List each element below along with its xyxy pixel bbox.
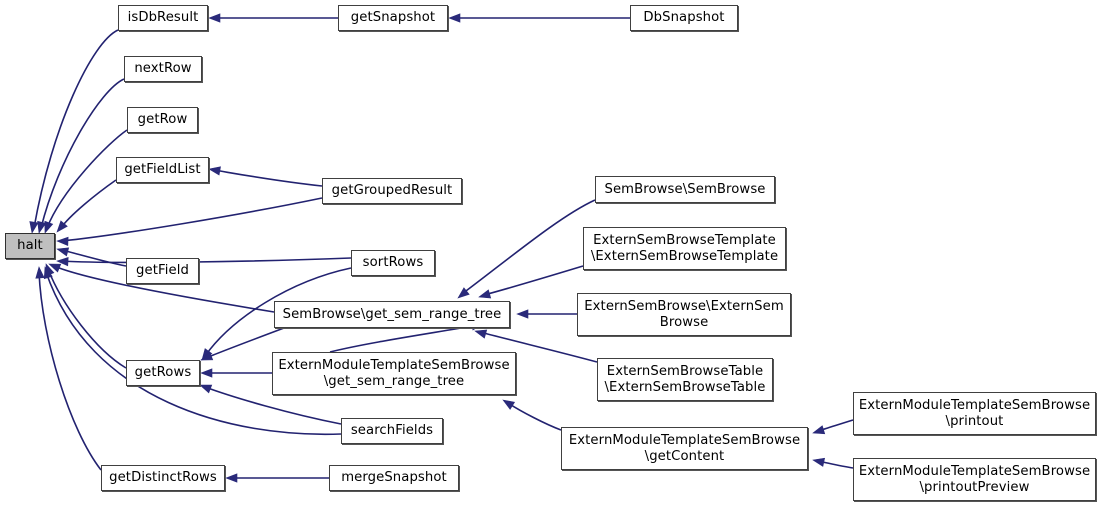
graph-node-isDbResult[interactable]: isDbResult [118,5,208,31]
arrow-head [45,263,55,277]
arrow-head [225,473,238,483]
edge-DbSnapshot-to-getSnapshot [448,13,630,23]
arrow-head [199,384,213,394]
graph-node-sortRows[interactable]: sortRows [351,250,435,276]
edge-getGroupedResult-to-halt [56,197,323,247]
edge-getGroupedResult-to-getFieldList [208,166,323,187]
arrow-head [200,368,213,378]
graph-node-getDistinctRows[interactable]: getDistinctRows [101,465,225,491]
graph-node-extModRange[interactable]: ExternModuleTemplateSemBrowse \get_sem_r… [272,352,516,395]
graph-node-semBrowse[interactable]: SemBrowse\SemBrowse [595,176,775,203]
edge-extSemTemplate-to-semRange [478,265,584,299]
graph-node-halt[interactable]: halt [5,233,55,259]
edge-getContent-to-extModRange [502,399,562,431]
graph-node-getContent[interactable]: ExternModuleTemplateSemBrowse \getConten… [561,427,808,470]
edge-isDbResult-to-halt [29,29,119,234]
graph-node-getRows[interactable]: getRows [126,360,200,386]
edge-nextRow-to-halt [37,78,125,234]
edge-getFieldList-to-halt [56,179,117,233]
graph-node-mergeSnapshot[interactable]: mergeSnapshot [329,465,459,491]
graph-node-DbSnapshot[interactable]: DbSnapshot [630,5,738,31]
arrow-head [201,348,213,361]
edge-getSnapshot-to-isDbResult [208,13,338,23]
arrow-head [208,166,221,176]
arrow-head [48,263,62,273]
graph-node-printoutPreview[interactable]: ExternModuleTemplateSemBrowse \printoutP… [853,458,1096,501]
arrow-head [208,13,221,23]
arrow-head [812,425,826,435]
arrow-head [457,287,470,299]
graph-node-extSemBrowse[interactable]: ExternSemBrowse\ExternSem Browse [577,293,791,336]
graph-node-getField[interactable]: getField [126,258,199,284]
edge-mergeSnapshot-to-getDistinctRows [225,473,329,483]
arrow-head [516,309,529,319]
arrow-head [474,329,488,339]
edge-semBrowse-to-semRange [457,199,596,299]
graph-node-extSemTable[interactable]: ExternSemBrowseTable \ExternSemBrowseTab… [597,358,773,401]
edge-getField-to-halt [56,247,127,267]
arrow-head [448,13,461,23]
graph-node-getFieldList[interactable]: getFieldList [116,157,209,183]
arrow-head [35,266,45,279]
graph-node-getGroupedResult[interactable]: getGroupedResult [322,178,462,204]
graph-node-printout[interactable]: ExternModuleTemplateSemBrowse \printout [853,392,1096,435]
arrow-head [56,236,69,247]
arrow-head [43,266,53,280]
edge-printout-to-getContent [812,419,854,435]
arrow-head [56,220,68,233]
arrow-head [478,289,492,299]
edge-getRow-to-halt [44,129,128,234]
arrow-head [29,221,39,234]
arrow-head [812,457,826,467]
edge-extSemBrowse-to-semRange [516,309,577,319]
graph-node-extSemTemplate[interactable]: ExternSemBrowseTemplate \ExternSemBrowse… [583,227,786,270]
graph-node-nextRow[interactable]: nextRow [124,56,202,82]
arrow-head [502,399,516,410]
edge-extModRange-to-getRows [200,368,272,378]
edge-printoutPreview-to-getContent [812,457,854,469]
arrow-head [56,247,70,257]
graph-node-getRow[interactable]: getRow [127,107,198,133]
arrow-head [56,256,69,267]
edge-getRows-to-halt [45,263,127,369]
edge-searchFields-to-halt [43,266,342,436]
edge-getDistinctRows-to-halt [35,266,102,471]
arrow-head [200,351,214,361]
graph-node-semRange[interactable]: SemBrowse\get_sem_range_tree [274,301,510,328]
graph-node-searchFields[interactable]: searchFields [341,418,443,444]
graph-node-getSnapshot[interactable]: getSnapshot [338,5,448,31]
edge-sortRows-to-halt [56,256,352,267]
